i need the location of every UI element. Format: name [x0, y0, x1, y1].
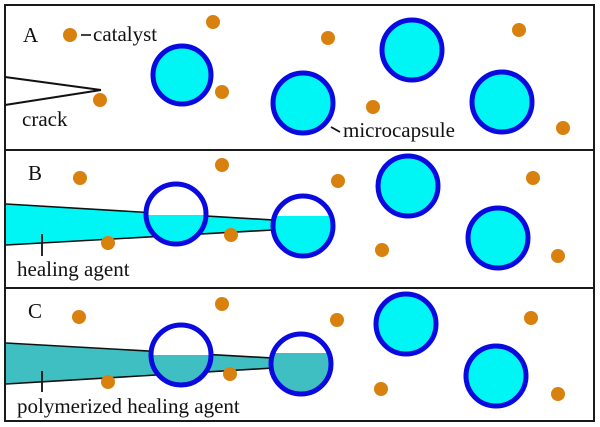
catalyst-dot [224, 228, 238, 242]
microcapsule-leader [330, 126, 341, 133]
catalyst-dot [524, 311, 538, 325]
microcapsule-label: microcapsule [343, 118, 455, 142]
catalyst-dot [73, 171, 87, 185]
catalyst-dot [101, 375, 115, 389]
crack-edge-top [5, 342, 291, 360]
catalyst-dot [551, 387, 565, 401]
catalyst-dot [331, 174, 345, 188]
microcapsule [373, 291, 439, 357]
catalyst-dot [330, 313, 344, 327]
panel-letter-c: C [28, 299, 42, 323]
catalyst-dot [366, 100, 380, 114]
catalyst-dot [374, 382, 388, 396]
ruptured-microcapsule [268, 331, 334, 397]
catalyst-dot [215, 85, 229, 99]
microcapsules [150, 17, 535, 136]
catalyst-label: catalyst [93, 22, 157, 46]
microcapsule [465, 205, 531, 271]
crack [4, 76, 102, 106]
catalyst-dot [321, 31, 335, 45]
panel-b: B [5, 153, 565, 281]
panel-a: A crack catalyst microcapsule [4, 15, 570, 142]
catalyst-dot [206, 15, 220, 29]
panel-letter-a: A [23, 23, 39, 47]
catalyst-dot [223, 367, 237, 381]
catalyst-dot [101, 236, 115, 250]
crack-edge-bottom [5, 366, 291, 385]
catalyst-dot [72, 310, 86, 324]
ruptured-microcapsule [143, 181, 209, 247]
microcapsule [469, 69, 535, 135]
crack-edge-bottom [5, 228, 291, 246]
catalyst-particles [73, 158, 565, 263]
catalyst-dot [512, 23, 526, 37]
catalyst-particles [72, 297, 565, 401]
catalyst-dot [63, 28, 77, 42]
microcapsule [463, 343, 529, 409]
panel-letter-b: B [28, 161, 42, 185]
ruptured-microcapsule [270, 193, 336, 259]
catalyst-dot [556, 121, 570, 135]
microcapsules [373, 291, 529, 409]
catalyst-particles [63, 15, 570, 135]
catalyst-dot [215, 158, 229, 172]
healing-agent-label: healing agent [17, 257, 130, 281]
microcapsule [150, 43, 214, 107]
catalyst-dot [215, 297, 229, 311]
microcapsules [375, 153, 531, 271]
panel-c: C polymerized [5, 291, 565, 418]
catalyst-dot [526, 171, 540, 185]
catalyst-dot [375, 243, 389, 257]
polymerized-agent-crack-fill [6, 343, 290, 384]
microcapsule [375, 153, 441, 219]
catalyst-dot [93, 93, 107, 107]
crack-label: crack [22, 107, 68, 131]
microcapsule [270, 70, 336, 136]
ruptured-microcapsule [148, 322, 214, 388]
microcapsule [379, 17, 445, 83]
polymerized-agent-label: polymerized healing agent [17, 394, 240, 418]
catalyst-dot [551, 249, 565, 263]
